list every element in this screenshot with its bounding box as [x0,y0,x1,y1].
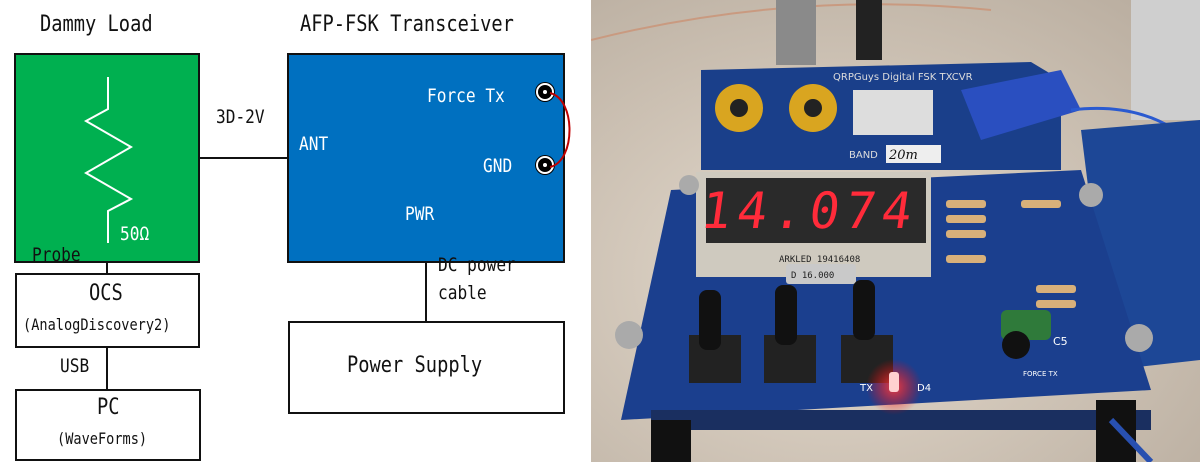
frequency-display: 14.074 [697,181,922,240]
transceiver-title: AFP-FSK Transceiver [300,12,514,37]
crystal-label: D 16.000 [791,271,834,281]
ocs-subtitle: (AnalogDiscovery2) [23,315,171,334]
dummy-load-title: Dammy Load [40,12,153,37]
resistor-icon [83,77,134,243]
band-label: BAND [849,150,878,161]
power-supply-title: Power Supply [347,353,483,378]
band-value: 20m [888,148,918,163]
board-title: QRPGuys Digital FSK TXCVR [833,72,973,83]
coax-label: 3D-2V [216,106,265,128]
photo-illustration: QRPGuys Digital FSK TXCVR BAND 20m 14.07… [591,0,1200,462]
d4-label: D4 [917,383,931,394]
transceiver-photo: QRPGuys Digital FSK TXCVR BAND 20m 14.07… [591,0,1200,462]
tx-label: TX [859,383,873,394]
ocs-title: OCS [89,281,123,306]
usb-line [106,347,108,390]
transceiver-box: ANT Force Tx GND PWR [287,53,565,263]
force-tx-silkscreen: FORCE TX [1023,370,1058,378]
dummy-load-box: 50Ω [14,53,200,263]
ocs-box: OCS (AnalogDiscovery2) [15,273,200,348]
probe-line-segment [106,262,108,274]
pc-title: PC [97,395,120,420]
gnd-label: GND [483,155,513,177]
jumper-wire [549,92,571,168]
probe-label: Probe [32,244,81,266]
force-tx-terminal-icon [536,83,554,101]
c5-label: C5 [1053,335,1068,348]
usb-label: USB [60,355,90,377]
led-part-number: ARKLED 19416408 [779,255,860,265]
coax-cable-line [199,157,289,159]
pwr-label: PWR [405,203,435,225]
pc-subtitle: (WaveForms) [57,429,148,448]
ant-label: ANT [299,133,329,155]
dc-power-cable-line [425,262,427,322]
force-tx-label: Force Tx [427,85,505,107]
dc-cable-label-1: DC power [438,254,516,276]
resistor-value: 50Ω [120,223,150,245]
pc-box: PC (WaveForms) [15,389,201,461]
dc-cable-label-2: cable [438,282,487,304]
power-supply-box: Power Supply [288,321,565,414]
